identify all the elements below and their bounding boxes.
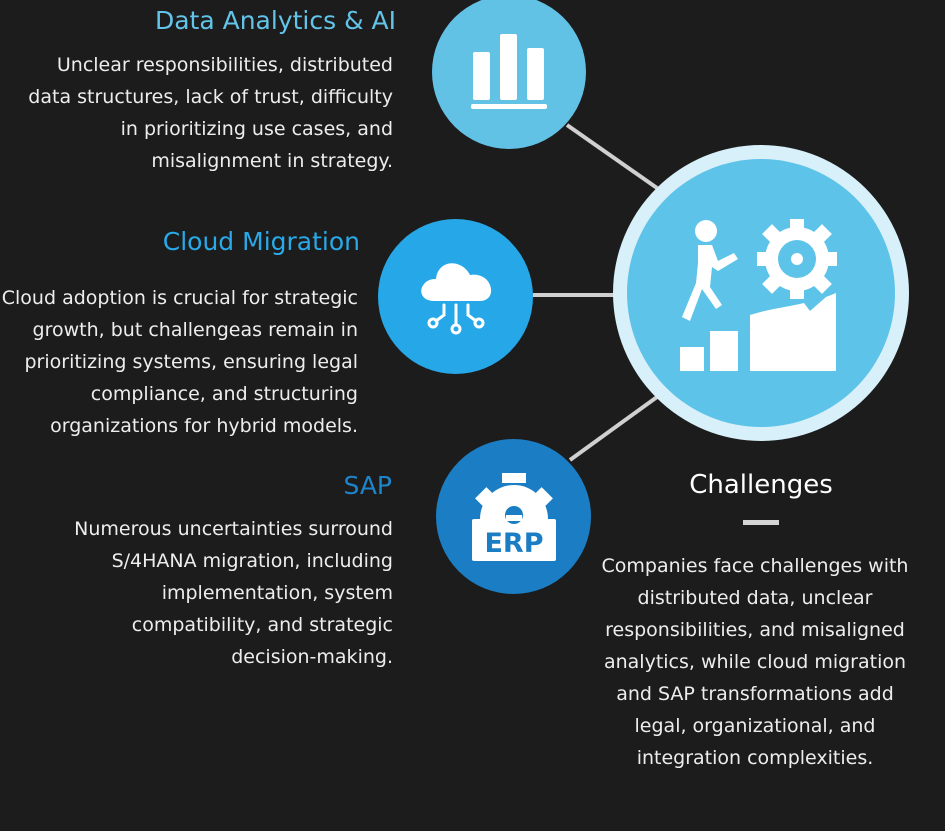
challenges-description: Companies face challenges with distribut… [601,555,909,769]
cloud-circle [378,219,533,374]
connector-sap [568,395,659,462]
connector-analytics [565,123,659,190]
sap-title: SAP [343,471,392,500]
bar-chart-icon [471,34,547,109]
climbing-stairs-gear-icon [680,219,837,371]
challenges-hub-circle [613,145,909,441]
challenges-title: Challenges [689,470,833,500]
challenges-hub-inner [627,159,895,427]
cloud-description: Cloud adoption is crucial for strategic … [1,287,358,437]
title-divider [743,520,779,525]
analytics-description: Unclear responsibilities, distributed da… [28,54,393,172]
sap-description: Numerous uncertainties surround S/4HANA … [74,518,393,668]
erp-label: ERP [484,528,543,559]
analytics-title: Data Analytics & AI [154,6,396,35]
cloud-network-icon [420,262,491,334]
erp-gear-icon: ERP [471,472,556,561]
sap-circle: ERP [436,439,591,594]
analytics-circle [432,0,586,149]
cloud-title: Cloud Migration [162,227,360,256]
